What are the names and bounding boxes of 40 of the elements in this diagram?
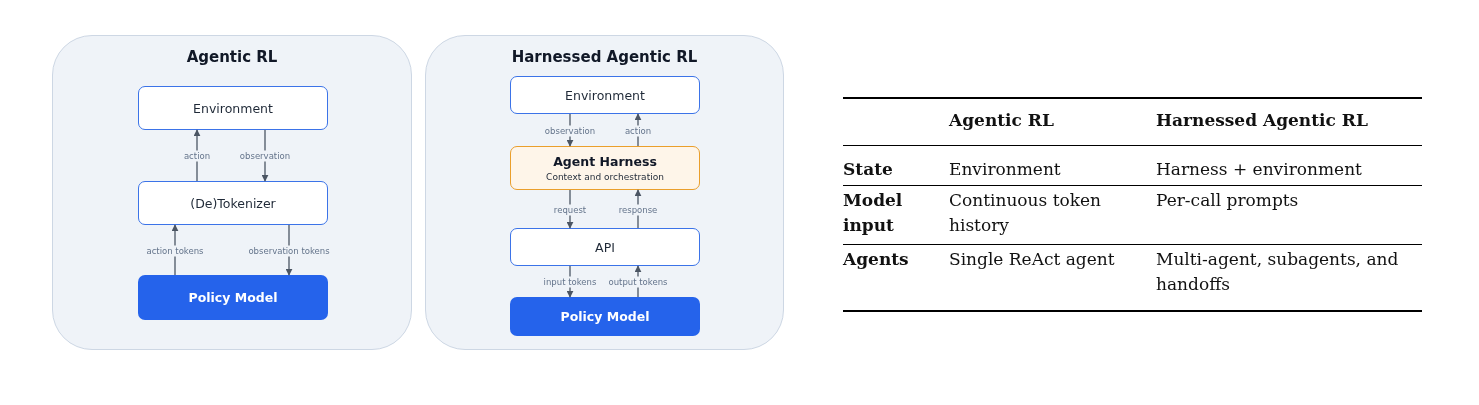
edge-label: response	[617, 204, 659, 215]
edge-label: observation tokens	[247, 245, 331, 256]
panel-card	[425, 35, 784, 350]
column-header: Harnessed Agentic RL	[1156, 109, 1369, 132]
edge-label: input tokens	[542, 276, 598, 288]
box-label: Environment	[565, 87, 645, 103]
box-label: API	[595, 239, 615, 255]
table-cell-text: Multi-agent, subagents, and handoffs	[1156, 248, 1400, 296]
process-box	[510, 76, 700, 114]
process-box	[138, 86, 328, 130]
harness-box	[510, 146, 700, 190]
table-cell-text: Continuous token history	[949, 189, 1103, 237]
edge-label: action	[182, 150, 212, 162]
row-header: State	[843, 158, 894, 181]
edge-label: action tokens	[145, 245, 205, 256]
model-box	[510, 297, 700, 336]
table-cell-text: Per-call prompts	[1156, 189, 1300, 212]
edge-label: observation	[238, 150, 292, 162]
table-cell-text: Harness + environment	[1156, 158, 1363, 181]
edge-label: action	[623, 125, 653, 136]
box-label: Policy Model	[560, 309, 650, 324]
panel-title: Harnessed Agentic RL	[511, 48, 698, 66]
model-box	[138, 275, 328, 320]
box-heading: Agent Harness	[553, 154, 657, 169]
box-label: (De)Tokenizer	[190, 195, 276, 211]
row-header: Agents	[843, 248, 910, 271]
row-header: Model input	[843, 189, 904, 237]
panel-title: Agentic RL	[186, 48, 278, 66]
edge-label: request	[552, 204, 588, 215]
edge-label: output tokens	[607, 276, 669, 288]
process-box	[510, 228, 700, 266]
table-cell-text: Environment	[949, 158, 1062, 181]
edge-label: observation	[543, 125, 597, 136]
panel-card	[52, 35, 412, 350]
process-box	[138, 181, 328, 225]
box-label: Policy Model	[188, 290, 278, 305]
column-header: Agentic RL	[949, 109, 1055, 132]
box-subtitle: Context and orchestration	[546, 172, 664, 182]
box-label: Environment	[193, 100, 273, 116]
table-cell-text: Single ReAct agent	[949, 248, 1116, 271]
